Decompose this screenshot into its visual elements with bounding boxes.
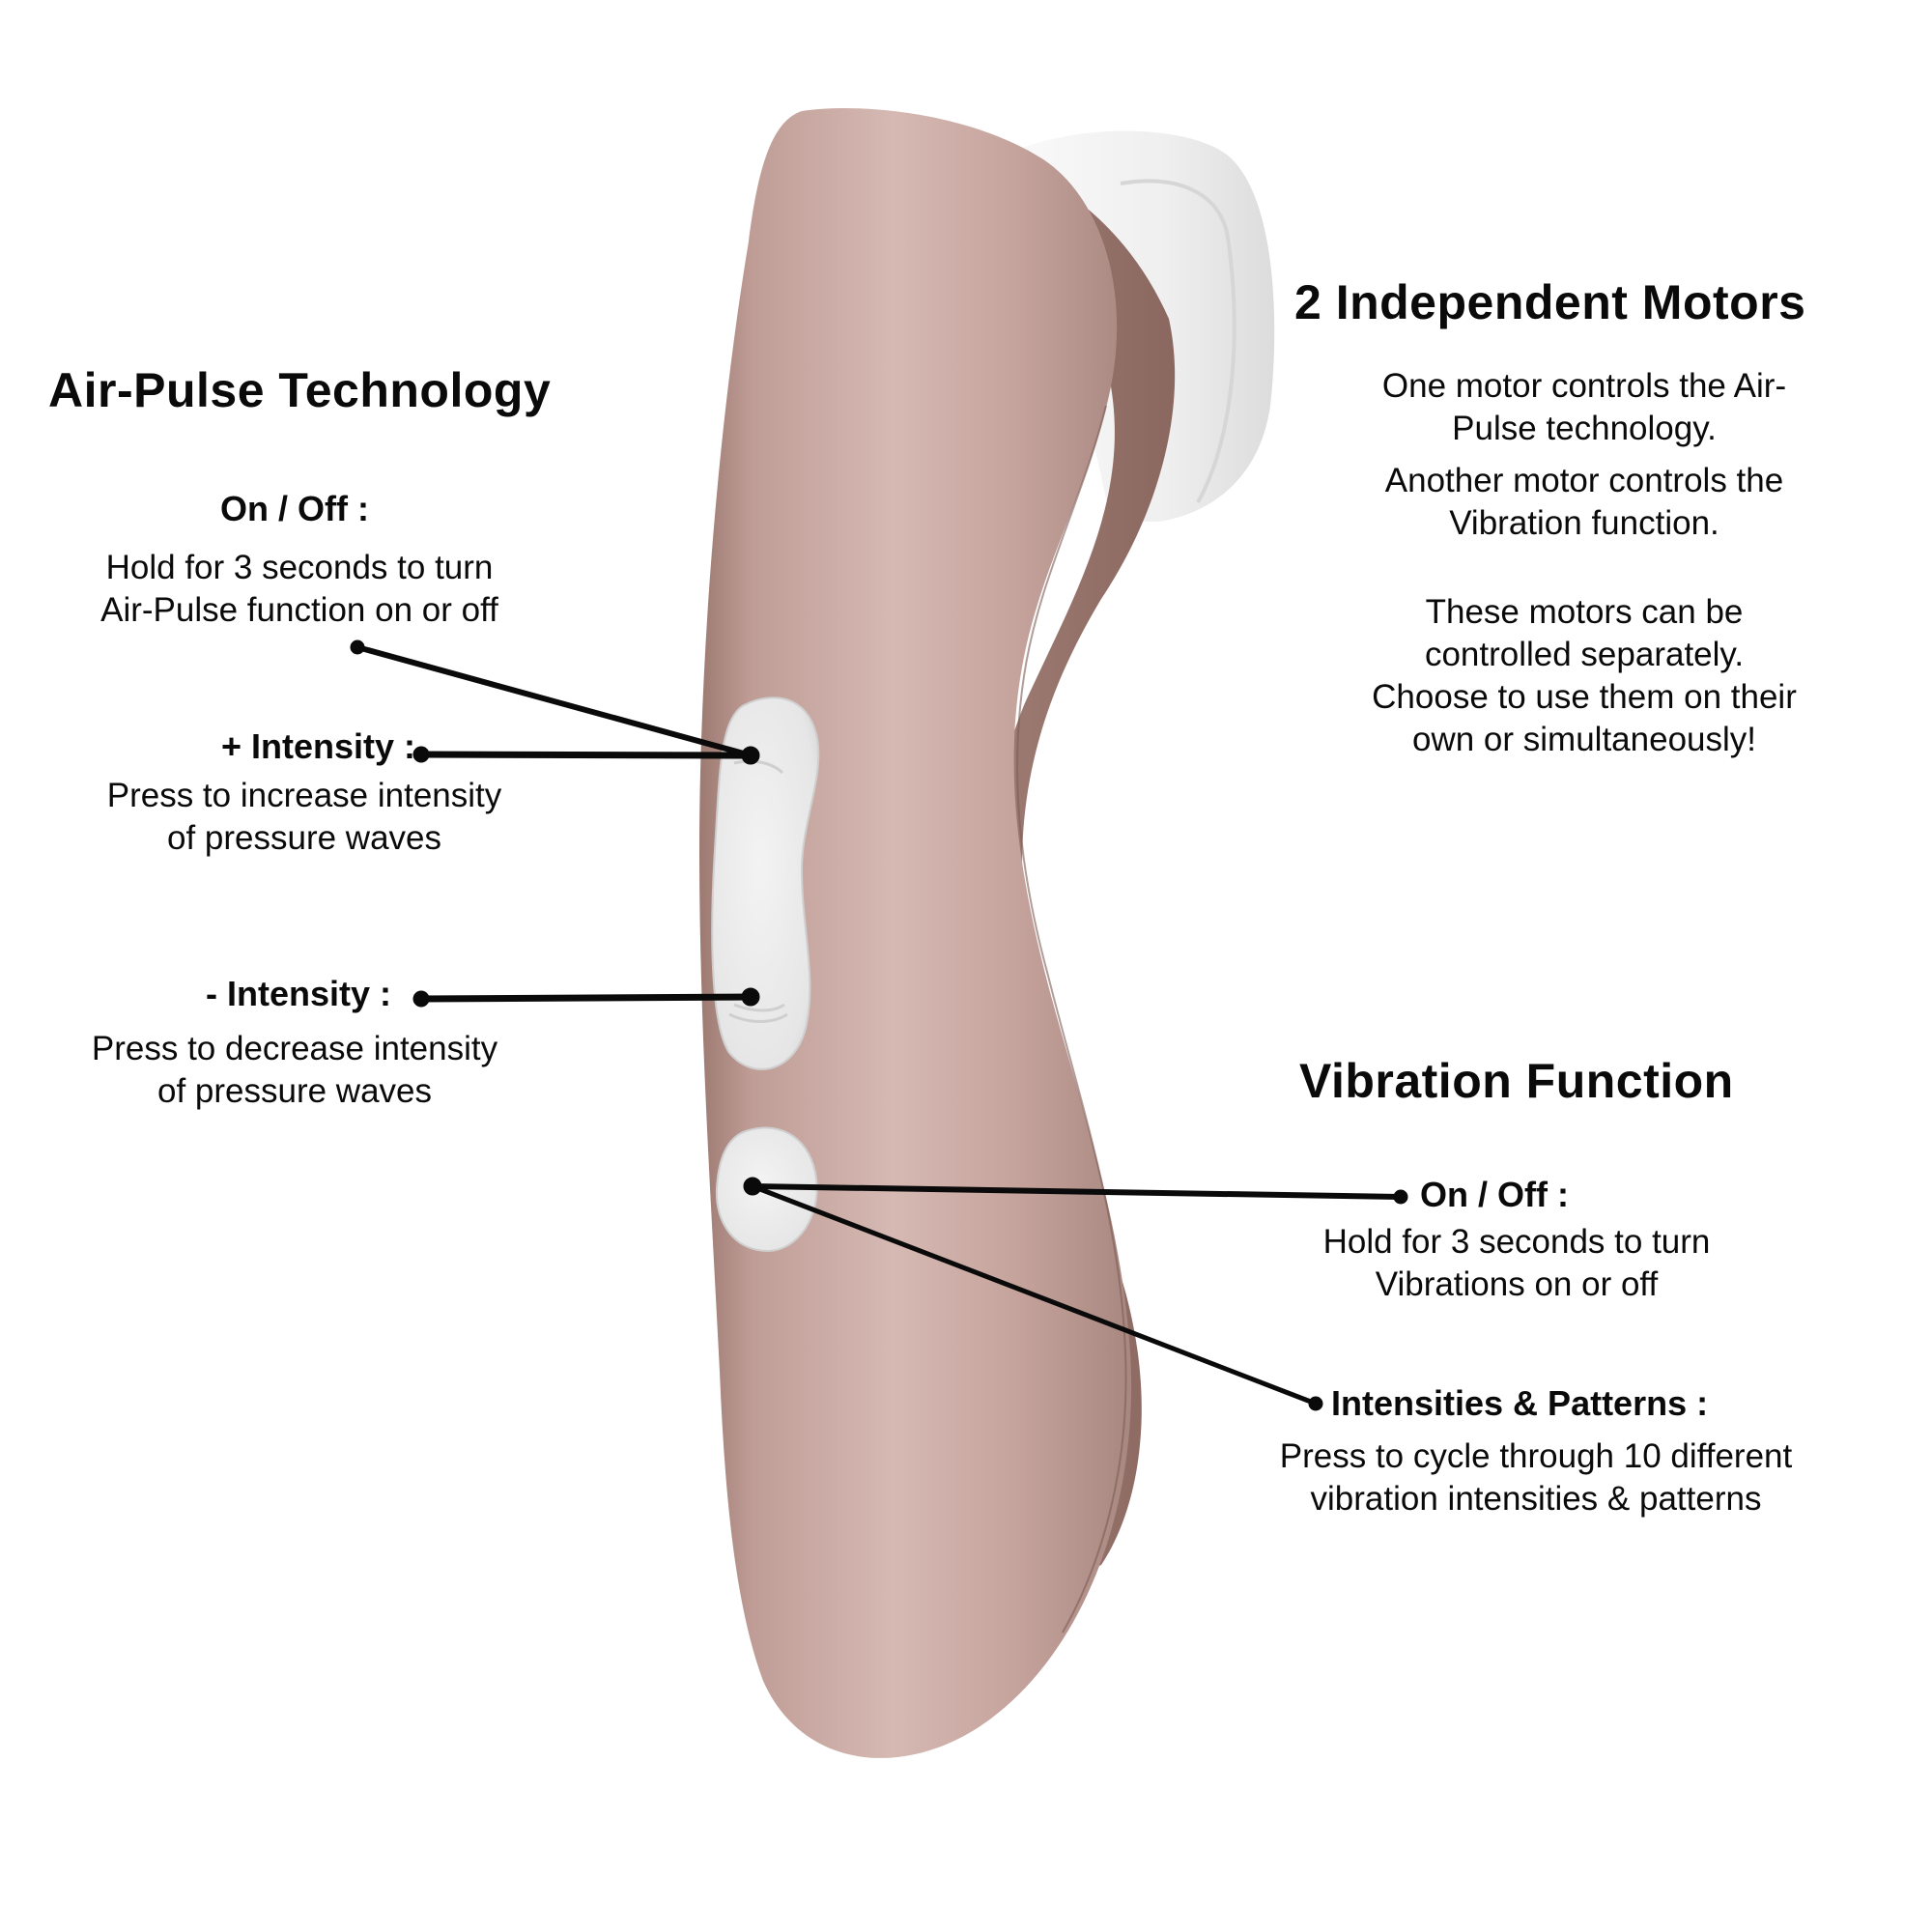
motors-para-2: Another motor controls the Vibration fun… <box>1384 462 1784 542</box>
air-pulse-title: Air-Pulse Technology <box>48 363 552 417</box>
vibration-patterns-desc: Press to cycle through 10 different vibr… <box>1279 1437 1793 1518</box>
callout-dot <box>412 990 430 1008</box>
motors-para-3: These motors can be controlled separatel… <box>1372 593 1797 758</box>
vibration-title: Vibration Function <box>1299 1054 1734 1108</box>
motors-para-1: One motor controls the Air- Pulse techno… <box>1381 367 1787 447</box>
vibration-patterns-label: Intensities & Patterns : <box>1331 1383 1709 1423</box>
air-pulse-on-off-label: On / Off : <box>220 489 369 528</box>
callout-dot <box>412 746 430 763</box>
motors-title: 2 Independent Motors <box>1294 275 1806 329</box>
minus-intensity-label: - Intensity : <box>205 974 391 1013</box>
plus-wave-icon <box>733 759 784 775</box>
callout-dot <box>743 1177 762 1196</box>
plus-intensity-desc: Press to increase intensity of pressure … <box>106 777 502 857</box>
air-pulse-button[interactable] <box>711 696 820 1070</box>
callout-dot <box>741 987 760 1007</box>
body-side-shell <box>966 145 1176 1584</box>
callout-dot <box>1393 1189 1408 1205</box>
callout-lines <box>350 639 1408 1411</box>
vibration-on-off-desc: Hold for 3 seconds to turn Vibrations on… <box>1322 1223 1711 1303</box>
plus-intensity-label: + Intensity : <box>220 726 415 766</box>
vibration-on-off-label: On / Off : <box>1420 1175 1569 1214</box>
air-pulse-on-off-desc: Hold for 3 seconds to turn Air-Pulse fun… <box>100 549 498 629</box>
minus-intensity-desc: Press to decrease intensity of pressure … <box>91 1030 498 1110</box>
callout-dot <box>350 639 365 655</box>
minus-wave-icon <box>728 1003 788 1023</box>
body-front <box>699 108 1132 1758</box>
callout-dot <box>741 746 760 765</box>
callout-dot <box>1308 1396 1323 1411</box>
